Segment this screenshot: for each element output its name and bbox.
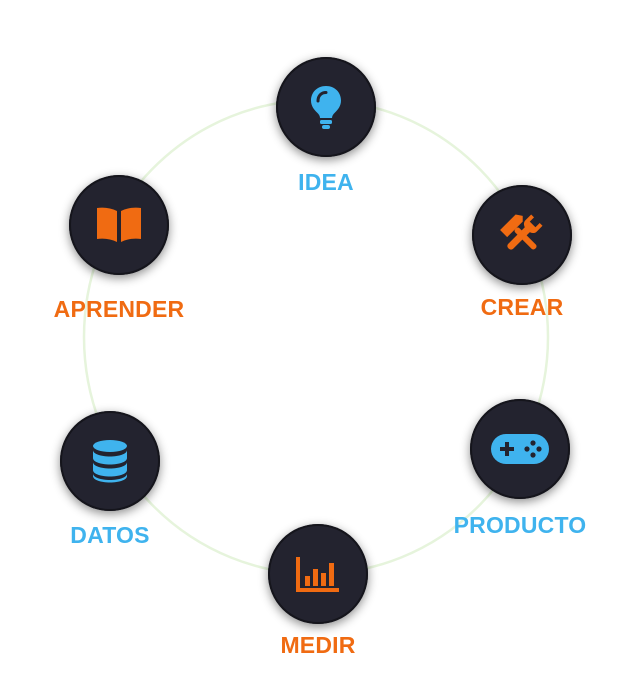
aprender-button[interactable] [69, 175, 169, 275]
producto-button[interactable] [470, 399, 570, 499]
node-label-producto: PRODUCTO [453, 512, 587, 538]
crear-button[interactable] [472, 185, 572, 285]
lightbulb-icon [311, 86, 341, 129]
node-label-medir: MEDIR [280, 632, 356, 658]
node-label-idea: IDEA [298, 169, 354, 195]
bar-chart-icon [296, 557, 339, 592]
tools-icon [500, 214, 543, 250]
datos-button[interactable] [60, 411, 160, 511]
node-label-aprender: APRENDER [53, 296, 185, 322]
idea-button[interactable] [276, 57, 376, 157]
book-icon [97, 207, 141, 242]
node-label-crear: CREAR [480, 294, 564, 320]
medir-button[interactable] [268, 524, 368, 624]
database-icon [93, 440, 127, 483]
node-label-datos: DATOS [70, 522, 150, 548]
gamepad-icon [491, 434, 549, 464]
